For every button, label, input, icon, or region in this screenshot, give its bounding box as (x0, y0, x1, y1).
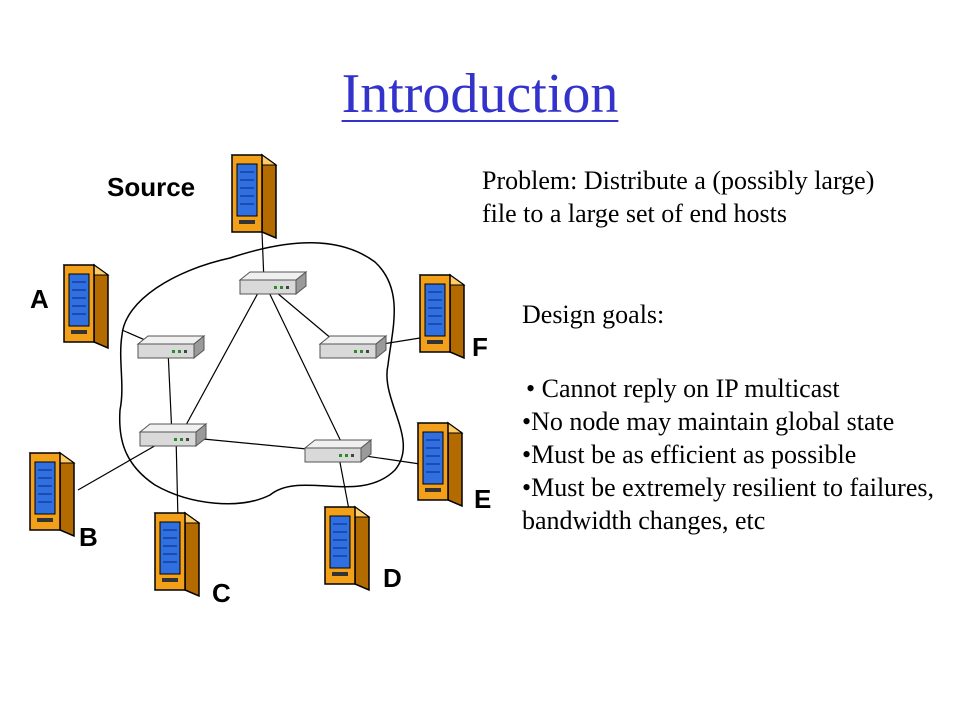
design-goals-list: • Cannot reply on IP multicast •No node … (522, 372, 942, 537)
label-d: D (383, 563, 402, 593)
router-bottom-left (139, 423, 207, 447)
router-left (137, 335, 205, 359)
problem-statement: Problem: Distribute a (possibly large) f… (482, 166, 875, 228)
goal-item: •No node may maintain global state (522, 407, 895, 436)
server-d-icon (324, 506, 370, 591)
network-cloud (118, 242, 405, 505)
server-e-icon (417, 422, 463, 507)
label-e: E (474, 484, 491, 514)
source-server-icon (231, 154, 277, 239)
router-right (319, 335, 387, 359)
label-c: C (212, 578, 231, 608)
router-top (239, 271, 307, 295)
server-a-icon (63, 264, 109, 349)
label-f: F (472, 332, 488, 362)
server-c-icon (154, 512, 200, 597)
label-a: A (30, 284, 49, 314)
server-b-icon (29, 452, 75, 537)
goal-item: •Must be extremely resilient to failures… (522, 473, 934, 535)
label-source: Source (107, 172, 195, 202)
goal-item: • Cannot reply on IP multicast (526, 374, 840, 403)
label-b: B (79, 522, 98, 552)
server-f-icon (419, 274, 465, 359)
goal-item: •Must be as efficient as possible (522, 440, 857, 469)
slide-title: Introduction (341, 63, 619, 125)
design-goals-heading: Design goals: (522, 300, 665, 329)
router-bottom-right (304, 439, 372, 463)
